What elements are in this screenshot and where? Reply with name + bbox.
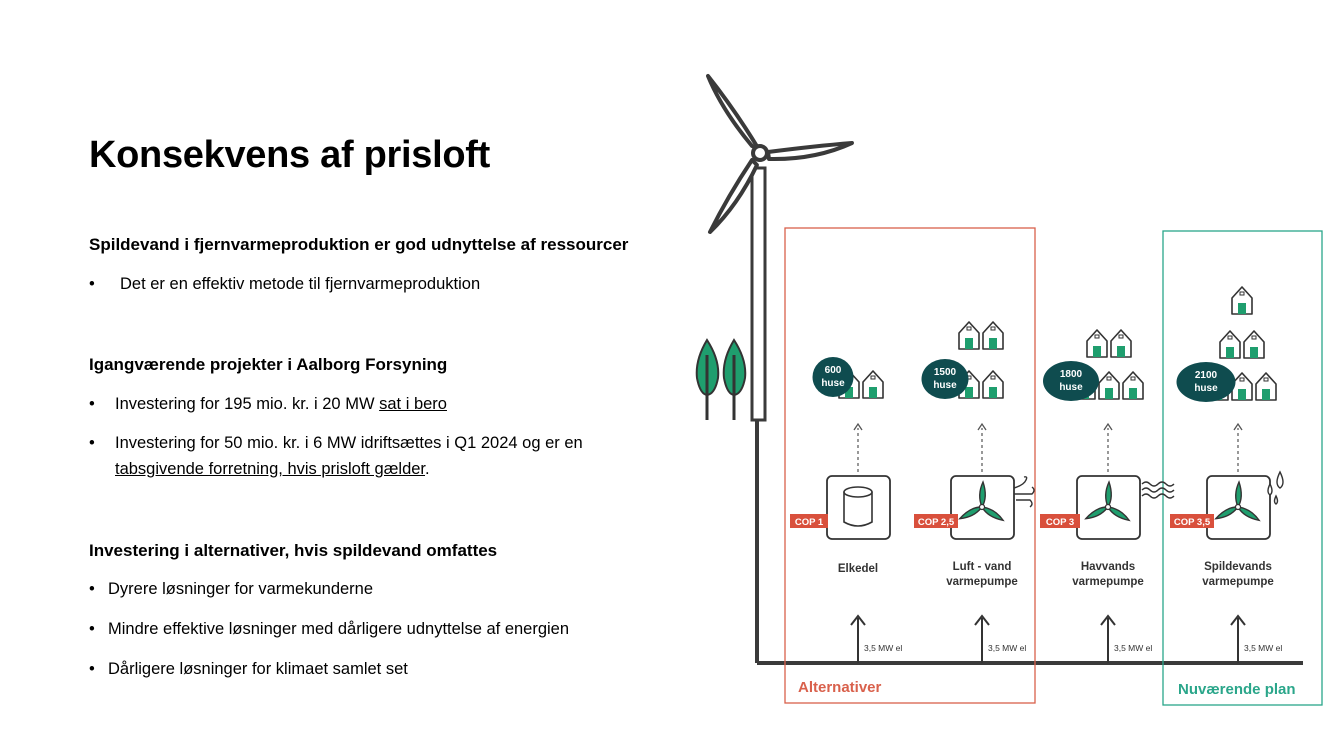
power-input-label: 3,5 MW el [864, 643, 902, 653]
bullet-text: Dårligere løsninger for klimaet samlet s… [108, 660, 408, 678]
houses-badge: 1800 huse [1043, 361, 1099, 401]
sat-i-bero-link[interactable]: sat i bero [379, 395, 447, 413]
unit-name-line2: varmepumpe [946, 576, 1018, 588]
unit-name: Luft - vand [953, 561, 1012, 573]
cop-badge: COP 1 [790, 514, 828, 528]
houses-unit: huse [821, 378, 845, 389]
tree-icon [695, 338, 720, 420]
cop-label: COP 2,5 [918, 517, 955, 528]
bullet-text: Mindre effektive løsninger med dårligere… [108, 620, 570, 638]
houses-count: 1800 [1060, 369, 1083, 380]
wind-turbine-icon [706, 74, 854, 663]
bullet-text-part: Investering for 50 mio. kr. i 6 MW idrif… [115, 434, 583, 452]
alternativer-frame [784, 227, 1036, 704]
bullet-text: Dyrere løsninger for varmekunderne [108, 580, 374, 598]
wind-icon [1013, 476, 1035, 508]
cop-label: COP 1 [795, 517, 824, 528]
bullet-dot: • [89, 395, 95, 413]
section-heading-alternativer: Investering i alternativer, hvis spildev… [89, 541, 498, 560]
house-icon [1231, 372, 1253, 401]
houses-count: 2100 [1195, 370, 1218, 381]
unit-name: Spildevands [1204, 561, 1272, 573]
house-icon [1243, 330, 1265, 359]
houses-badge: 600 huse [812, 357, 854, 397]
unit-name: Elkedel [838, 563, 878, 575]
bullet-item: • Dyrere løsninger for varmekunderne [89, 576, 373, 602]
bullet-text-part: Investering for 195 mio. kr. i 20 MW [115, 395, 380, 413]
house-icon [1219, 330, 1241, 359]
unit-name-line2: varmepumpe [1072, 576, 1144, 588]
section-heading-spildevand: Spildevand i fjernvarmeproduktion er god… [89, 235, 629, 254]
houses-count: 1500 [934, 367, 957, 378]
house-icon [958, 321, 980, 350]
power-input-label: 3,5 MW el [988, 643, 1026, 653]
alternativer-label: Alternativer [798, 679, 882, 696]
bullet-text: Investering for 50 mio. kr. i 6 MW idrif… [115, 430, 649, 482]
bullet-text: Investering for 195 mio. kr. i 20 MW sat… [115, 391, 447, 417]
house-icon [982, 321, 1004, 350]
cop-badge: COP 3,5 [1170, 514, 1214, 528]
boiler-icon [843, 486, 873, 527]
cop-label: COP 3 [1046, 517, 1074, 528]
waves-icon [1141, 481, 1175, 499]
houses-badge: 2100 huse [1176, 362, 1236, 402]
power-input-label: 3,5 MW el [1114, 643, 1152, 653]
house-icon [862, 370, 884, 399]
tree-icon [722, 338, 747, 420]
house-icon [1231, 286, 1253, 315]
house-icon [1086, 329, 1108, 358]
section-heading-projekter: Igangværende projekter i Aalborg Forsyni… [89, 355, 448, 374]
houses-badge: 1500 huse [921, 359, 969, 399]
bullet-dot: • [89, 434, 95, 452]
fan-icon [1214, 480, 1261, 522]
power-input-label: 3,5 MW el [1244, 643, 1282, 653]
cop-badge: COP 3 [1040, 514, 1080, 528]
houses-unit: huse [1059, 382, 1083, 393]
bullet-text: Det er en effektiv metode til fjernvarme… [120, 275, 481, 293]
bullet-dot: • [89, 620, 95, 638]
bullet-dot: • [89, 275, 95, 293]
fan-icon [958, 480, 1005, 522]
house-icon [1255, 372, 1277, 401]
unit-name: Havvands [1081, 561, 1135, 573]
droplets-icon [1267, 470, 1284, 505]
unit-name-line2: varmepumpe [1202, 576, 1274, 588]
house-icon [1110, 329, 1132, 358]
house-icon [982, 370, 1004, 399]
bullet-item: • Investering for 195 mio. kr. i 20 MW s… [89, 391, 447, 417]
bullet-item: • Investering for 50 mio. kr. i 6 MW idr… [89, 430, 649, 482]
house-icon [1098, 371, 1120, 400]
nuvaerende-plan-frame [1162, 230, 1323, 706]
nuvaerende-plan-label: Nuværende plan [1178, 681, 1296, 698]
bullet-item: • Dårligere løsninger for klimaet samlet… [89, 656, 408, 682]
cop-badge: COP 2,5 [914, 514, 958, 528]
bullet-item: • Det er en effektiv metode til fjernvar… [89, 271, 480, 297]
page-title: Konsekvens af prisloft [89, 134, 490, 176]
tabsgivende-link[interactable]: tabsgivende forretning, hvis prisloft gæ… [115, 460, 426, 478]
houses-unit: huse [933, 380, 957, 391]
bullet-item: • Mindre effektive løsninger med dårlige… [89, 616, 569, 642]
bullet-dot: • [89, 660, 95, 678]
houses-unit: huse [1194, 383, 1218, 394]
fan-icon [1084, 480, 1131, 522]
house-icon [1122, 371, 1144, 400]
bullet-text-part: . [425, 460, 430, 478]
houses-count: 600 [825, 365, 842, 376]
bullet-dot: • [89, 580, 95, 598]
cop-label: COP 3,5 [1174, 517, 1211, 528]
